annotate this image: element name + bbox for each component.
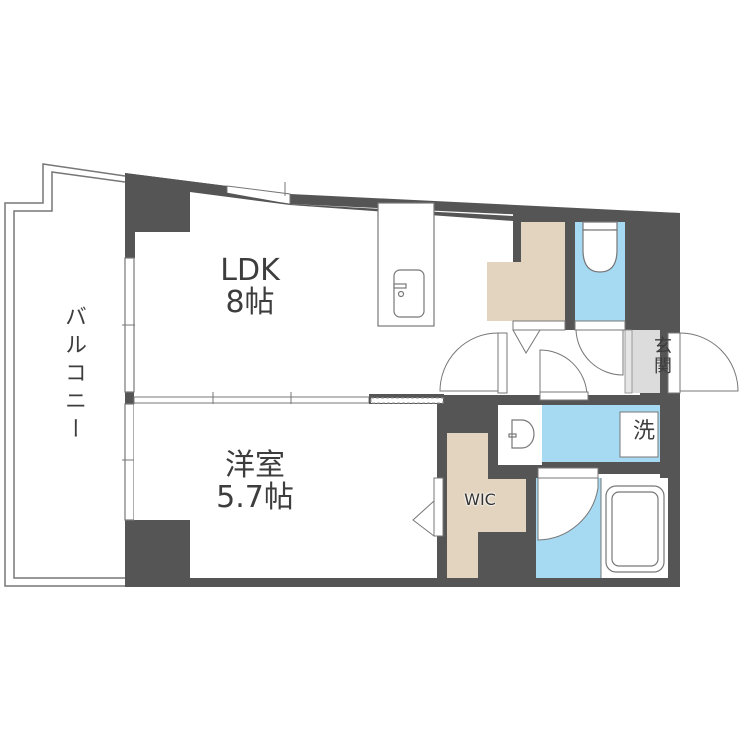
left-windows (124, 257, 135, 521)
kitchen-counter (377, 202, 435, 327)
hallway (498, 330, 638, 395)
ldk-label: LDK 8帖 (190, 255, 310, 318)
sliding-partition (133, 392, 444, 408)
wic-label: WIC (464, 490, 496, 509)
ldk-size: 8帖 (225, 284, 275, 320)
laundry-label: 洗 (632, 419, 655, 444)
sink-icon (508, 419, 535, 449)
genkan-label: 玄関 (651, 336, 672, 376)
storage-area (487, 222, 565, 321)
washer-space (619, 411, 659, 458)
balcony-label: バルコニー (61, 305, 86, 445)
bathtub-icon (605, 485, 665, 573)
yoshitsu-floor (134, 404, 437, 520)
wic-area (447, 433, 526, 578)
balcony-outline (4, 163, 133, 587)
yoshitsu-name: 洋室 (225, 448, 285, 483)
toilet-icon (582, 221, 618, 273)
yoshitsu-label: 洋室 5.7帖 (195, 450, 315, 513)
ldk-name: LDK (220, 253, 280, 288)
yoshitsu-size: 5.7帖 (216, 479, 294, 515)
